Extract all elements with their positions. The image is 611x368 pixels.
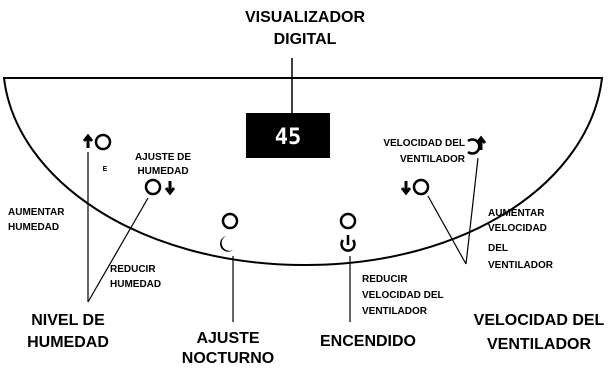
humidity-circle-icon [144, 178, 162, 196]
increase-fan-button[interactable] [467, 135, 487, 155]
night-mode-button[interactable] [220, 212, 239, 252]
reduce-humidity-line1: REDUCIR [110, 264, 156, 275]
display-title-line2: DIGITAL [274, 31, 337, 48]
reduce-fan-line1: REDUCIR [362, 274, 408, 285]
panel-outline [2, 77, 604, 267]
power-icon [340, 239, 356, 252]
fan-speed-top-line1: VELOCIDAD DEL [383, 138, 465, 149]
increase-fan-line1: AUMENTAR [488, 208, 545, 219]
fan-speed-line2: VENTILADOR [487, 336, 591, 353]
humidity-level-line1: NIVEL DE [31, 312, 105, 329]
humidity-adjust-line2: HUMEDAD [137, 166, 188, 177]
display-title-line1: VISUALIZADOR [245, 9, 365, 26]
increase-fan-leader [465, 157, 479, 265]
power-circle-icon [339, 212, 357, 230]
increase-fan-line4: VENTILADOR [488, 260, 554, 271]
night-mode-line2: NOCTURNO [182, 350, 274, 367]
arrow-down-icon [164, 181, 176, 196]
power-button[interactable] [339, 212, 357, 252]
power-label: ENCENDIDO [320, 333, 416, 350]
humidity-level-line2: HUMEDAD [27, 334, 109, 351]
reduce-humidity-leader [87, 197, 149, 303]
display-value: 45 [275, 125, 302, 150]
small-mark: E [103, 166, 108, 173]
digital-display [246, 113, 330, 158]
night-mode-circle-icon [221, 212, 239, 230]
reduce-fan-leader [427, 195, 467, 265]
reduce-fan-line3: VENTILADOR [362, 306, 428, 317]
reduce-humidity-line2: HUMEDAD [110, 279, 161, 290]
increase-humidity-line2: HUMEDAD [8, 222, 59, 233]
arrow-up-icon [82, 133, 94, 148]
fan-circle-icon [412, 178, 430, 196]
arrow-down-icon [400, 181, 412, 196]
humidity-circle-icon [94, 133, 112, 151]
reduce-fan-line2: VELOCIDAD DEL [362, 290, 444, 301]
night-mode-line1: AJUSTE [196, 330, 259, 347]
humidity-adjust-line1: AJUSTE DE [135, 152, 191, 163]
arrow-up-icon [475, 135, 487, 150]
fan-speed-line1: VELOCIDAD DEL [474, 312, 605, 329]
increase-fan-line2: VELOCIDAD [488, 223, 547, 234]
fan-speed-top-line2: VENTILADOR [400, 154, 466, 165]
increase-humidity-button[interactable] [82, 133, 112, 151]
fan-arc-icon [467, 138, 481, 155]
increase-humidity-line1: AUMENTAR [8, 207, 65, 218]
reduce-humidity-button[interactable] [144, 178, 176, 196]
moon-icon [220, 236, 233, 252]
reduce-fan-button[interactable] [400, 178, 430, 196]
increase-fan-line3: DEL [488, 243, 508, 254]
